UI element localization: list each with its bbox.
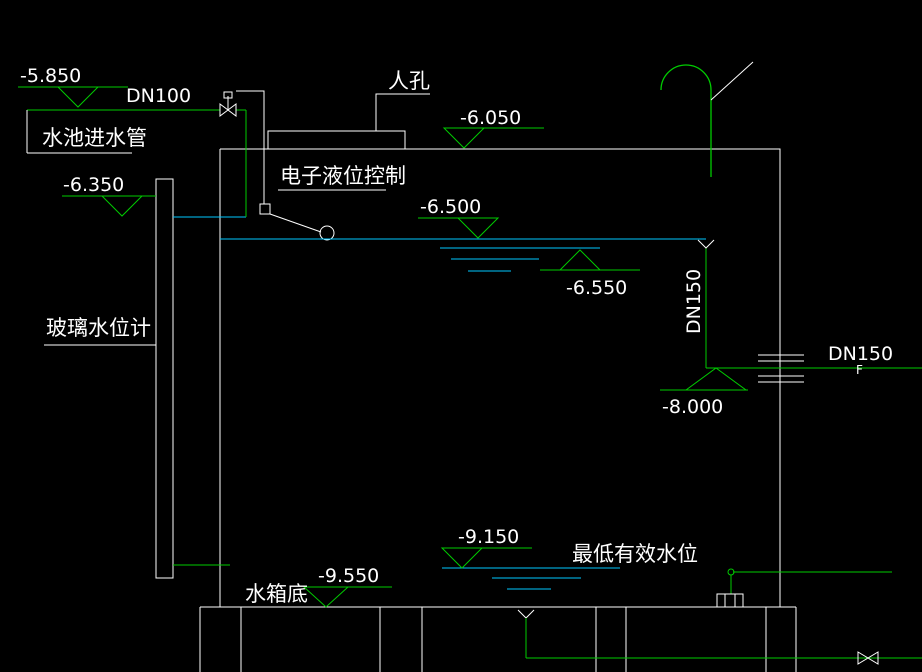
inlet-pipe-callout: 水池进水管 [26,110,147,154]
min-level-marks [442,567,620,590]
outlet-pipe [517,609,922,659]
elevation-label-outlet: -8.000 [662,396,723,418]
outlet-code-label: F [856,363,863,377]
inlet-pipe-label: 水池进水管 [42,126,147,150]
elevation-label-min-level: -9.150 [458,526,519,548]
elevation-marker-gauge: -6.350 [62,174,156,217]
vent-pipe [660,61,754,177]
glass-gauge-label: 玻璃水位计 [46,316,151,340]
inlet-valve-icon [219,91,237,117]
level-control-label: 电子液位控制 [280,164,406,188]
elevation-label-overflow: -6.550 [566,277,627,299]
elevation-marker-min-level: -9.150 [440,526,532,569]
elevation-marker-manhole: -6.050 [442,107,544,149]
tank-walls [219,148,781,607]
glass-gauge-callout: 玻璃水位计 [44,316,156,346]
elevation-label-control: -6.500 [420,196,481,218]
drain-pipe [716,568,892,608]
tank-bottom-label: 水箱底 [245,582,308,606]
manhole-label: 人孔 [388,69,430,93]
elevation-marker-outlet: -8.000 [660,367,748,418]
overflow-pipe [697,239,922,369]
elevation-marker-overflow: -6.550 [540,249,640,299]
wall-sleeve-icon [758,354,804,383]
elevation-label-manhole: -6.050 [460,107,521,129]
outlet-valve-icon [857,651,879,665]
elevation-label-inlet: -5.850 [20,65,81,87]
outlet-dn-label: DN150 [828,343,893,365]
manhole-callout: 人孔 [375,69,430,131]
inlet-dn-label: DN100 [126,85,191,107]
float-ball-icon [319,225,335,241]
elevation-label-gauge: -6.350 [63,174,124,196]
glass-water-gauge [155,178,246,579]
overflow-dn-label: DN150 [683,269,705,334]
level-control-rod [236,90,335,241]
elevation-marker-control: -6.500 [418,196,500,239]
elevation-marker-inlet: -5.850 [18,65,128,108]
manhole-cover [267,130,406,150]
elevation-label-bottom: -9.550 [318,565,379,587]
elevation-marker-bottom: -9.550 [302,565,392,608]
tank-foundation [199,606,797,672]
level-control-callout: 电子液位控制 [278,164,406,191]
inlet-pipe [27,109,247,217]
water-surface-marks [440,247,600,272]
min-level-label: 最低有效水位 [572,542,698,566]
